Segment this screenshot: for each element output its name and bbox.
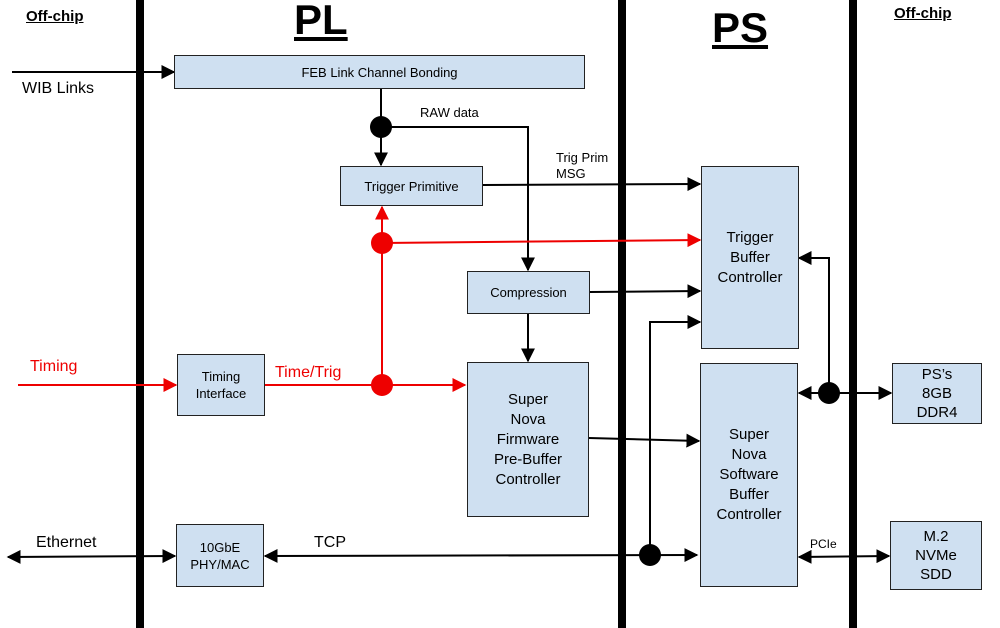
ddr4-to-trigger-buffer xyxy=(797,251,830,393)
compression-block: Compression xyxy=(467,271,590,314)
timing-label: Timing xyxy=(30,358,78,375)
junction-raw-data xyxy=(370,116,392,138)
junction-time-trig-lower xyxy=(371,374,393,396)
junction-ddr4 xyxy=(818,382,840,404)
time-trig-to-trigger-buffer xyxy=(381,233,702,248)
trigger-primitive-label: Trigger Primitive xyxy=(364,178,459,194)
pcie-link xyxy=(797,549,891,564)
tcp-label: TCP xyxy=(314,534,346,551)
supernova-fw-to-sw xyxy=(588,433,701,448)
header-off-chip-left: Off-chip xyxy=(26,8,84,25)
junction-time-trig-upper xyxy=(371,232,393,254)
trig-prim-msg-label: Trig Prim MSG xyxy=(556,150,609,181)
time-trig-label: Time/Trig xyxy=(275,364,342,381)
raw-data-label: RAW data xyxy=(420,105,479,120)
header-off-chip-right: Off-chip xyxy=(894,5,952,22)
ethernet-label: Ethernet xyxy=(36,534,97,551)
supernova-firmware-block: Super Nova Firmware Pre-Buffer Controlle… xyxy=(467,362,589,517)
nvme-label: M.2 NVMe SDD xyxy=(915,528,957,583)
trigprim-to-trigger-buffer xyxy=(482,177,702,192)
feb-link-label: FEB Link Channel Bonding xyxy=(301,64,458,80)
supernova-software-label: Super Nova Software Buffer Controller xyxy=(716,426,782,523)
compression-label: Compression xyxy=(490,285,567,300)
phy-mac-label: 10GbE PHY/MAC xyxy=(190,539,250,572)
ethernet-link xyxy=(6,549,177,564)
header-ps: PS xyxy=(712,4,769,51)
raw-data-to-compression xyxy=(381,126,535,272)
feb-link-channel-bonding-block: FEB Link Channel Bonding xyxy=(174,55,585,89)
trigger-primitive-block: Trigger Primitive xyxy=(340,166,483,206)
nvme-block: M.2 NVMe SDD xyxy=(890,521,982,590)
compression-to-trigger-buffer xyxy=(589,284,702,299)
tcp-link xyxy=(263,548,699,563)
trigger-buffer-controller-block: Trigger Buffer Controller xyxy=(701,166,799,349)
timing-interface-block: Timing Interface xyxy=(177,354,265,416)
pcie-label: PCIe xyxy=(810,537,837,551)
ddr4-label: PS’s 8GB DDR4 xyxy=(916,366,958,421)
trigger-buffer-label: Trigger Buffer Controller xyxy=(717,228,783,286)
ddr4-block: PS’s 8GB DDR4 xyxy=(892,363,982,424)
wib-links-label: WIB Links xyxy=(22,80,95,97)
tcp-to-trigger-buffer xyxy=(649,315,702,555)
timing-interface-label: Timing Interface xyxy=(195,369,247,401)
phy-mac-block: 10GbE PHY/MAC xyxy=(176,524,264,587)
supernova-software-block: Super Nova Software Buffer Controller xyxy=(700,363,798,587)
junction-tcp xyxy=(639,544,661,566)
header-pl: PL xyxy=(294,0,348,43)
supernova-firmware-label: Super Nova Firmware Pre-Buffer Controlle… xyxy=(493,390,563,488)
